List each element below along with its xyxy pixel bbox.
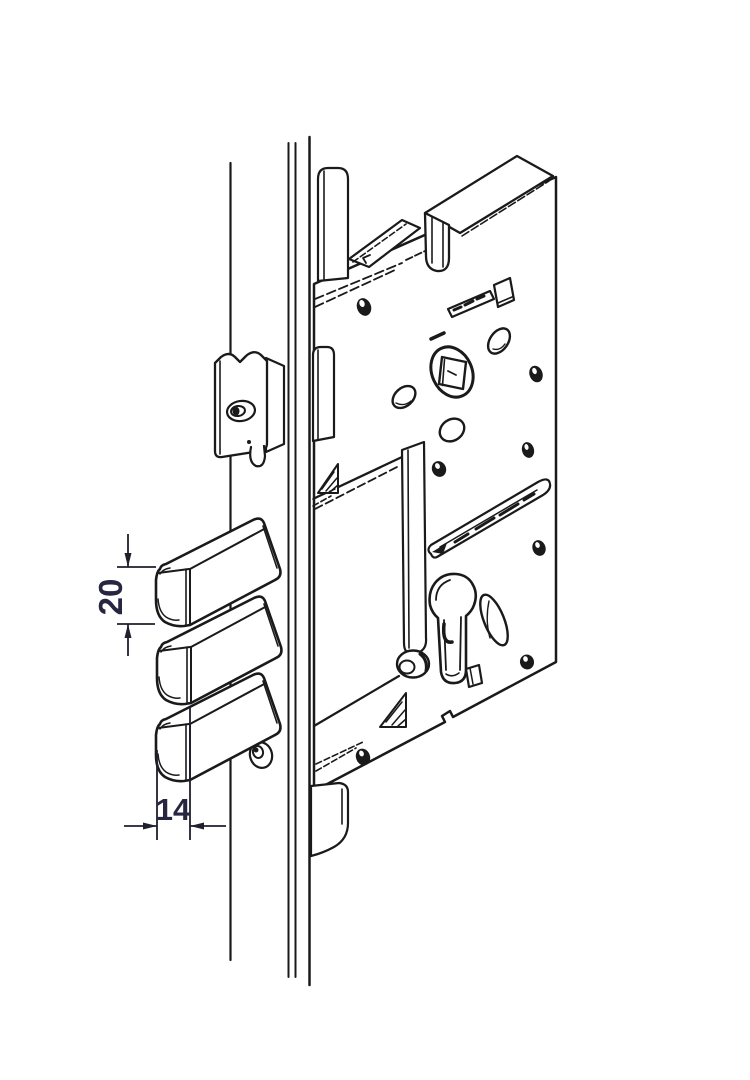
deadbolt-body: [155, 595, 283, 706]
dimension-20: 20: [92, 534, 156, 656]
arrowhead-down: [124, 553, 132, 567]
cylinder-profile-outline: [428, 572, 478, 685]
window-bottom-edge: [312, 674, 401, 728]
keeper-side-face: [264, 356, 286, 454]
arrowhead-left: [190, 822, 204, 830]
slide-bar: [400, 440, 428, 656]
case-screw-bottom-left: [355, 748, 371, 766]
hole-oval-top-right: [486, 327, 512, 355]
tick-mark: [429, 331, 446, 341]
roller: [395, 649, 431, 679]
small-rect-hole: [464, 663, 484, 689]
latch-slot: [446, 289, 496, 319]
hole-oval-left: [391, 384, 417, 410]
keeper-screw: [225, 399, 257, 423]
case-screw-right-lower: [532, 540, 546, 556]
keeper-hook: [247, 440, 267, 468]
case-screw-top-left: [356, 298, 372, 316]
deadbolt-2: [155, 595, 283, 706]
case-window: [312, 440, 431, 772]
case-screw-right-middle: [521, 442, 535, 458]
deadbolt-body: [154, 517, 282, 628]
plate-edge-line-2: [314, 269, 396, 308]
hole-oval-center: [438, 417, 466, 443]
dimension-20-label: 20: [92, 579, 129, 616]
case-screw-bottom-right: [519, 654, 535, 670]
slot-tab: [492, 276, 516, 309]
spring-slot: [427, 478, 552, 559]
mounting-bracket: [405, 154, 555, 273]
dimension-14-label: 14: [156, 792, 191, 827]
cylinder-hole: [428, 572, 478, 685]
top-fold-tab: [347, 218, 422, 269]
deadbolt-body: [154, 672, 282, 783]
case-screw-right-upper: [529, 365, 543, 383]
case-screw-center: [431, 461, 447, 477]
adjustable-keeper: [213, 351, 286, 468]
extension-lines: [117, 566, 156, 625]
hole-oval-cylinder: [479, 593, 509, 647]
bent-tab-lower: [315, 692, 407, 772]
arrowhead-up: [124, 624, 132, 638]
spindle-boss: [429, 345, 475, 399]
arrowhead-right: [143, 822, 157, 830]
faceplate-tab-top: [316, 166, 350, 283]
faceplate-tab-middle: [311, 345, 336, 443]
spindle-hole: [429, 345, 475, 399]
case-bottom-pouch: [309, 781, 350, 858]
deadbolt-3: [154, 672, 282, 783]
deadbolt-1: [154, 517, 282, 628]
plate-edge-line-1: [314, 262, 403, 300]
bent-tab-upper: [312, 463, 339, 507]
extension-lines: [156, 708, 191, 840]
lock-case: [312, 154, 558, 793]
dimension-14: 14: [124, 708, 226, 840]
